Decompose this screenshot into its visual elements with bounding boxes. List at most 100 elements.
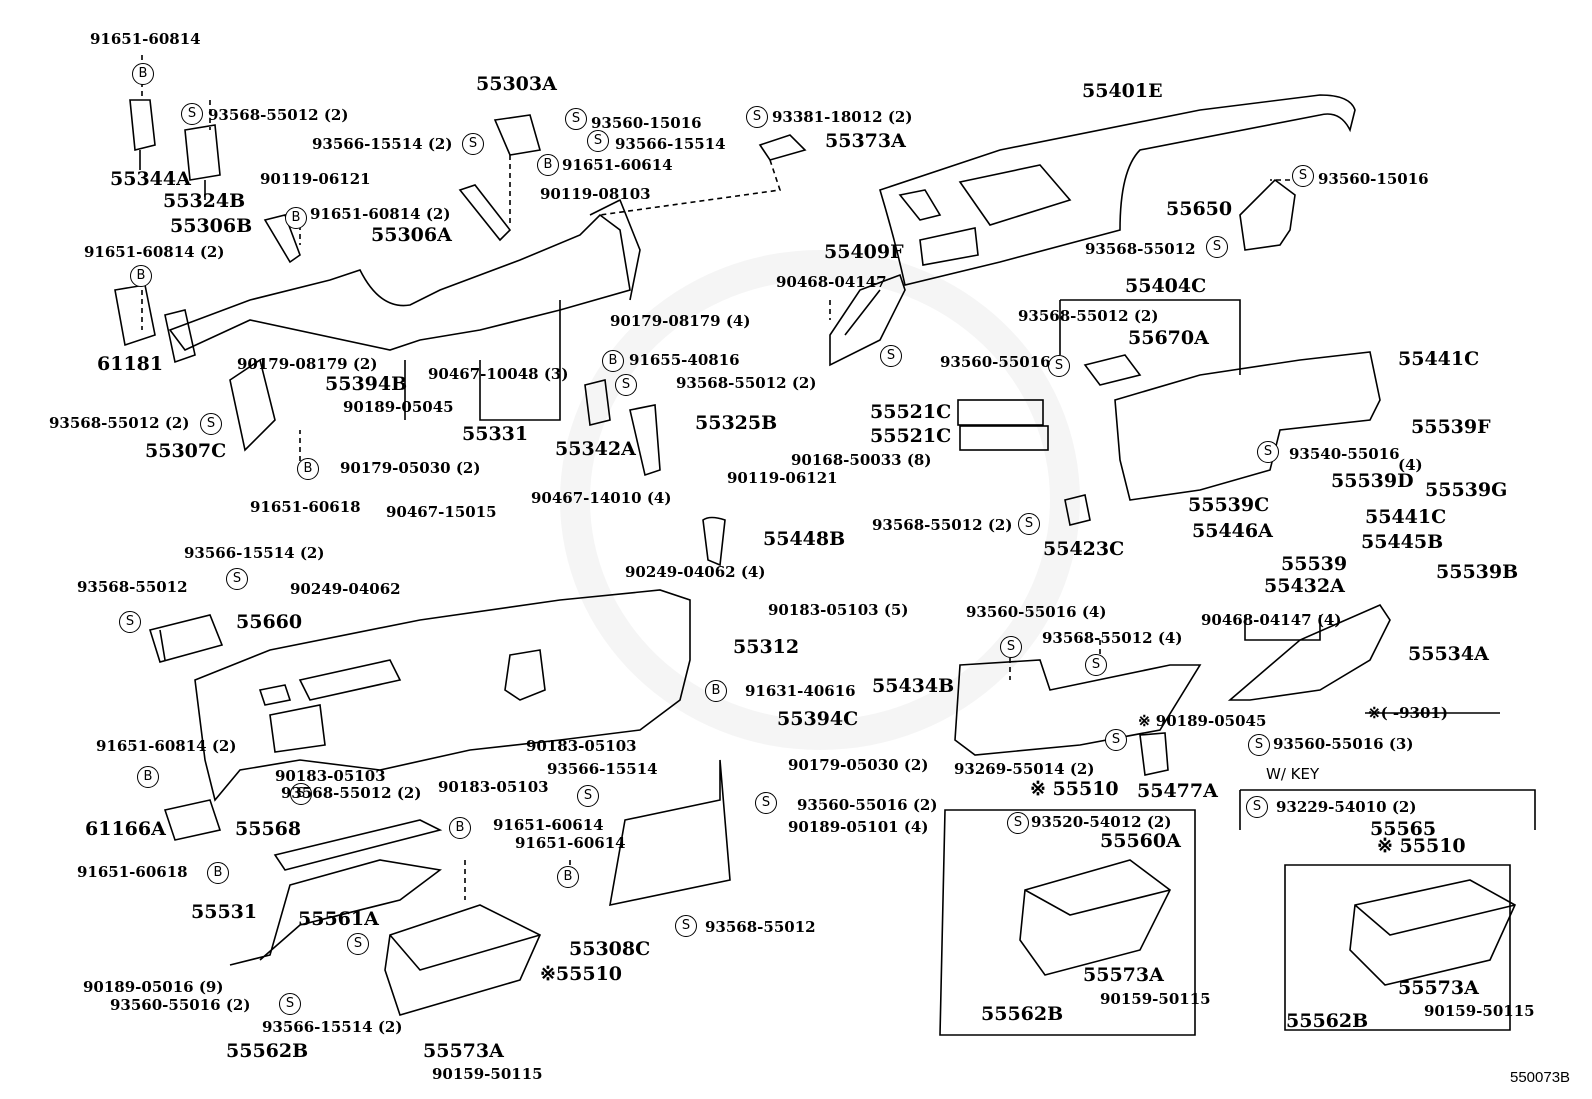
- part-label[interactable]: 55312: [733, 636, 800, 658]
- part-label[interactable]: 93566-15514 (2): [262, 1018, 403, 1036]
- part-label[interactable]: 93566-15514: [615, 135, 726, 153]
- part-label[interactable]: 93560-15016: [591, 114, 702, 132]
- part-label[interactable]: 90183-05103: [526, 737, 637, 755]
- part-label[interactable]: 90179-05030 (2): [340, 459, 481, 477]
- part-label[interactable]: 93229-54010 (2): [1276, 798, 1417, 816]
- part-label[interactable]: 91651-60618: [250, 498, 361, 516]
- part-label[interactable]: 90189-05016 (9): [83, 978, 224, 996]
- part-label[interactable]: 93568-55012 (4): [1042, 629, 1183, 647]
- part-label[interactable]: 90119-08103: [540, 185, 651, 203]
- part-label[interactable]: 55344A: [110, 168, 191, 190]
- part-label[interactable]: 55324B: [163, 190, 246, 212]
- part-label[interactable]: ※ 55510: [1030, 778, 1119, 800]
- part-label[interactable]: 90119-06121: [727, 469, 838, 487]
- part-label[interactable]: 55565: [1370, 818, 1437, 840]
- part-label[interactable]: 90183-05103: [275, 767, 386, 785]
- part-label[interactable]: 55446A: [1192, 520, 1273, 542]
- part-label[interactable]: 91651-60618: [77, 863, 188, 881]
- part-label[interactable]: 55394C: [777, 708, 859, 730]
- part-label[interactable]: 55325B: [695, 412, 778, 434]
- part-label[interactable]: 90468-04147: [776, 273, 887, 291]
- part-label[interactable]: 93560-55016 (2): [110, 996, 251, 1014]
- part-label[interactable]: 93520-54012 (2): [1031, 813, 1172, 831]
- part-label[interactable]: 93568-55012 (2): [872, 516, 1013, 534]
- part-label[interactable]: 55670A: [1128, 327, 1209, 349]
- part-label[interactable]: 55404C: [1125, 275, 1207, 297]
- part-label[interactable]: 90159-50115: [1100, 990, 1211, 1008]
- part-label[interactable]: 55539B: [1436, 561, 1519, 583]
- part-label[interactable]: 90249-04062: [290, 580, 401, 598]
- part-label[interactable]: 91651-60614: [493, 816, 604, 834]
- part-label[interactable]: 55448B: [763, 528, 846, 550]
- part-label[interactable]: 55441C: [1398, 348, 1480, 370]
- part-label[interactable]: 93568-55012: [1085, 240, 1196, 258]
- part-label[interactable]: ※55510: [540, 963, 623, 985]
- part-label[interactable]: 55477A: [1137, 780, 1218, 802]
- part-label[interactable]: 91651-60614: [515, 834, 626, 852]
- part-label[interactable]: 93568-55012 (2): [208, 106, 349, 124]
- part-label[interactable]: 90467-10048 (3): [428, 365, 569, 383]
- part-label[interactable]: 55521C: [870, 401, 952, 423]
- part-label[interactable]: 55650: [1166, 198, 1233, 220]
- part-label[interactable]: 93568-55012 (2): [49, 414, 190, 432]
- part-label[interactable]: 55573A: [423, 1040, 504, 1062]
- part-label[interactable]: 55432A: [1264, 575, 1345, 597]
- part-label[interactable]: 55660: [236, 611, 303, 633]
- part-label[interactable]: 91651-60614: [562, 156, 673, 174]
- part-label[interactable]: 93560-55016 (4): [966, 603, 1107, 621]
- part-label[interactable]: 93560-55016: [940, 353, 1051, 371]
- part-label[interactable]: 93269-55014 (2): [954, 760, 1095, 778]
- part-label[interactable]: 55562B: [226, 1040, 309, 1062]
- part-label[interactable]: 91651-60814 (2): [310, 205, 451, 223]
- part-label[interactable]: 91631-40616: [745, 682, 856, 700]
- part-label[interactable]: (4): [1398, 456, 1423, 474]
- part-label[interactable]: 91651-60814: [90, 30, 201, 48]
- part-label[interactable]: 90168-50033 (8): [791, 451, 932, 469]
- part-label[interactable]: 61166A: [85, 818, 166, 840]
- part-label[interactable]: 90179-08179 (4): [610, 312, 751, 330]
- part-label[interactable]: 55342A: [555, 438, 636, 460]
- part-label[interactable]: 55401E: [1082, 80, 1163, 102]
- part-label[interactable]: 90159-50115: [1424, 1002, 1535, 1020]
- part-label[interactable]: ※ 55510: [1377, 835, 1466, 857]
- part-label[interactable]: 93568-55012: [77, 578, 188, 596]
- part-label[interactable]: 55306A: [371, 224, 452, 246]
- part-label[interactable]: 55562B: [1286, 1010, 1369, 1032]
- part-label[interactable]: 55568: [235, 818, 302, 840]
- part-label[interactable]: 55434B: [872, 675, 955, 697]
- part-label[interactable]: 90189-05101 (4): [788, 818, 929, 836]
- part-label[interactable]: 93566-15514: [547, 760, 658, 778]
- part-label[interactable]: 55573A: [1083, 964, 1164, 986]
- part-label[interactable]: 90183-05103 (5): [768, 601, 909, 619]
- part-label[interactable]: 93566-15514 (2): [184, 544, 325, 562]
- part-label[interactable]: 93560-55016 (2): [797, 796, 938, 814]
- part-label[interactable]: 93568-55012: [705, 918, 816, 936]
- part-label[interactable]: 55394B: [325, 373, 408, 395]
- part-label[interactable]: 55539: [1281, 553, 1348, 575]
- part-label[interactable]: 93381-18012 (2): [772, 108, 913, 126]
- part-label[interactable]: 61181: [97, 353, 164, 375]
- part-label[interactable]: 90179-05030 (2): [788, 756, 929, 774]
- part-label[interactable]: 90467-14010 (4): [531, 489, 672, 507]
- part-label[interactable]: 55409F: [824, 241, 904, 263]
- part-label[interactable]: 90183-05103: [438, 778, 549, 796]
- part-label[interactable]: 55303A: [476, 73, 557, 95]
- part-label[interactable]: 93568-55012 (2): [676, 374, 817, 392]
- part-label[interactable]: 91651-60814 (2): [84, 243, 225, 261]
- part-label[interactable]: 93540-55016: [1289, 445, 1400, 463]
- part-label[interactable]: 55539C: [1188, 494, 1270, 516]
- part-label[interactable]: 90189-05045: [343, 398, 454, 416]
- part-label[interactable]: 55308C: [569, 938, 651, 960]
- part-label[interactable]: 93566-15514 (2): [312, 135, 453, 153]
- part-label[interactable]: 90467-15015: [386, 503, 497, 521]
- part-label[interactable]: 55423C: [1043, 538, 1125, 560]
- part-label[interactable]: 93568-55012 (2): [1018, 307, 1159, 325]
- part-label[interactable]: 90119-06121: [260, 170, 371, 188]
- part-label[interactable]: 55331: [462, 423, 529, 445]
- part-label[interactable]: 93560-15016: [1318, 170, 1429, 188]
- part-label[interactable]: 55562B: [981, 1003, 1064, 1025]
- part-label[interactable]: 90179-08179 (2): [237, 355, 378, 373]
- part-label[interactable]: 90159-50115: [432, 1065, 543, 1083]
- part-label[interactable]: 55441C: [1365, 506, 1447, 528]
- part-label[interactable]: 90468-04147 (4): [1201, 611, 1342, 629]
